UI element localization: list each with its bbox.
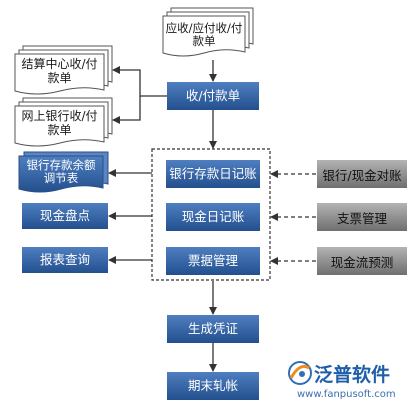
reconciliation-label: 银行/现金对账	[322, 167, 402, 183]
brand-url: www.fanpusoft.com	[297, 388, 396, 400]
box-receipt-payment	[167, 82, 259, 110]
doc-online-bank-line-2: 款单	[47, 123, 72, 137]
doc-stack-bank-balance	[18, 151, 109, 193]
doc-top-line-1: 应收/应付收/付	[165, 20, 243, 35]
bank-journal-label: 银行存款日记账	[169, 165, 257, 181]
doc-bank-balance-line-1: 银行存款余额	[26, 157, 96, 172]
doc-bank-balance-label: 银行存款余额 调节表	[19, 156, 103, 188]
doc-settlement-line-1: 结算中心收/付	[21, 57, 98, 72]
journal-group-frame	[151, 148, 271, 281]
arrow-to-online-bank-doc	[112, 96, 141, 124]
cash-count-label: 现金盘点	[39, 207, 90, 223]
box-report-query	[22, 247, 108, 273]
doc-settlement-label: 结算中心收/付 款单	[15, 54, 104, 90]
period-end-label: 期末轧帐	[187, 377, 238, 393]
box-bank-journal	[166, 160, 260, 188]
box-cash-journal	[166, 203, 260, 231]
doc-top-line-2: 款单	[192, 34, 216, 48]
box-period-end	[167, 372, 259, 400]
box-check-management	[317, 203, 407, 231]
brand-logo-icon	[288, 361, 312, 385]
box-bill-management	[166, 247, 260, 275]
box-cash-count	[22, 203, 108, 229]
receipt-payment-label: 收/付款单	[185, 87, 241, 103]
doc-top-label: 应收/应付收/付 款单	[163, 16, 245, 54]
report-query-label: 报表查询	[39, 251, 90, 267]
doc-online-bank-line-1: 网上银行收/付	[21, 109, 98, 124]
box-cash-flow-forecast	[317, 247, 407, 275]
doc-online-bank-label: 网上银行收/付 款单	[15, 106, 104, 142]
doc-stack-settlement	[14, 45, 113, 95]
brand-name: 泛普软件	[314, 363, 391, 386]
bill-management-label: 票据管理	[187, 252, 238, 268]
arrow-to-settlement-doc	[112, 66, 167, 97]
doc-stack-top	[162, 7, 254, 57]
cash-flow-forecast-label: 现金流预测	[330, 254, 394, 270]
doc-settlement-line-2: 款单	[47, 71, 72, 85]
doc-stack-online-bank	[14, 97, 113, 147]
box-generate-voucher	[167, 315, 259, 343]
generate-voucher-label: 生成凭证	[187, 320, 238, 336]
box-reconciliation	[317, 160, 407, 188]
cash-journal-label: 现金日记账	[181, 208, 245, 224]
check-management-label: 支票管理	[336, 210, 387, 226]
doc-bank-balance-line-2: 调节表	[43, 171, 79, 185]
